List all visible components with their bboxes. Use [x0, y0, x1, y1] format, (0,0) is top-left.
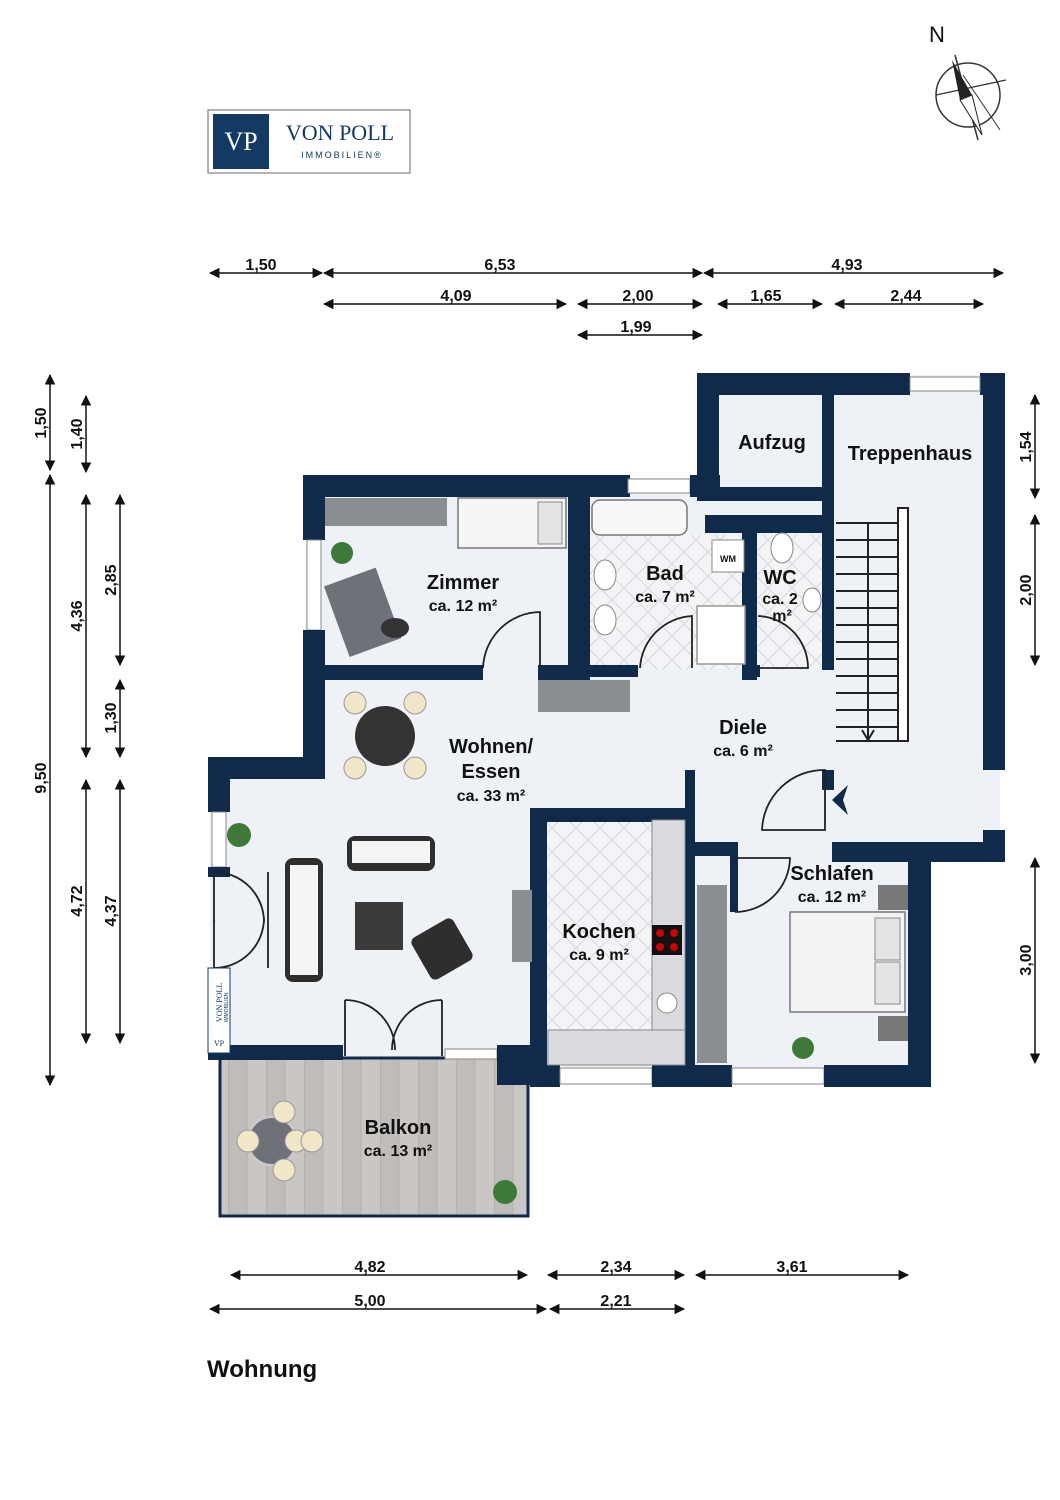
floor-areas [210, 375, 1000, 1218]
room-schlafen: Schlafen [790, 863, 873, 885]
room-labels: Aufzug Treppenhaus Zimmer ca. 12 m² Bad … [364, 432, 972, 1160]
room-balkon: Balkon [365, 1117, 432, 1139]
dim-top-8: 1,99 [620, 319, 651, 336]
room-treppenhaus: Treppenhaus [848, 443, 972, 465]
plant-icon [331, 542, 353, 564]
entrance-arrow-icon [832, 785, 848, 815]
area-schlafen: ca. 12 m² [798, 889, 866, 906]
dim-top-5: 2,00 [622, 288, 653, 305]
area-wc-line1: ca. 2 [762, 591, 798, 608]
logo-mark: VP [224, 127, 257, 156]
logo: VP VON POLL IMMOBILIEN® [207, 109, 411, 174]
room-diele: Diele [719, 717, 767, 739]
logo-sub: IMMOBILIEN® [301, 150, 383, 160]
room-bad: Bad [646, 563, 684, 585]
dimension-labels-bottom: 4,82 2,34 3,61 5,00 2,21 [354, 1259, 807, 1310]
dimensions-top [208, 267, 1005, 341]
dim-top-4: 4,09 [440, 288, 471, 305]
dim-right-3: 3,00 [1018, 944, 1035, 975]
furniture [227, 497, 908, 1204]
area-bad: ca. 7 m² [635, 589, 695, 606]
north-compass-icon: N [929, 22, 1007, 141]
dim-right-1: 1,54 [1018, 431, 1035, 462]
wall-logo: VON POLL IMMOBILIEN VP [207, 967, 231, 1054]
walls [208, 373, 1005, 1087]
dimension-labels-top: 1,50 6,53 4,93 4,09 2,00 1,65 2,44 1,99 [245, 257, 921, 336]
dimension-labels-left: 1,50 9,50 1,40 4,36 4,72 2,85 1,30 4,37 [33, 407, 120, 926]
dim-bottom-2: 2,34 [600, 1259, 631, 1276]
dim-left-1: 1,50 [33, 407, 50, 438]
dimensions-left [44, 373, 126, 1087]
wall-logo-mark: VP [214, 1039, 225, 1048]
area-kochen: ca. 9 m² [569, 947, 629, 964]
dim-top-3: 4,93 [831, 257, 862, 274]
area-zimmer: ca. 12 m² [429, 598, 497, 615]
dim-left-6: 2,85 [103, 564, 120, 595]
room-kochen: Kochen [562, 921, 635, 943]
dim-left-4: 4,36 [69, 600, 86, 631]
plant-icon [792, 1037, 814, 1059]
area-wohnen: ca. 33 m² [457, 788, 525, 805]
wall-logo-sub: IMMOBILIEN [224, 992, 230, 1022]
dim-left-7: 1,30 [103, 702, 120, 733]
room-wc: WC [763, 567, 796, 589]
logo-name: VON POLL [286, 120, 394, 145]
room-wohnen-line2: Essen [462, 761, 521, 783]
dim-top-6: 1,65 [750, 288, 781, 305]
plant-icon [227, 823, 251, 847]
dimension-labels-right: 1,54 2,00 3,00 [1018, 431, 1035, 975]
dim-left-8: 4,37 [103, 895, 120, 926]
dim-left-3: 1,40 [69, 418, 86, 449]
washing-machine-label: WM [720, 554, 736, 564]
compass-north-label: N [929, 22, 945, 47]
room-aufzug: Aufzug [738, 432, 806, 454]
dim-bottom-1: 4,82 [354, 1259, 385, 1276]
dim-bottom-3: 3,61 [776, 1259, 807, 1276]
dim-right-2: 2,00 [1018, 574, 1035, 605]
wall-logo-name: VON POLL [215, 983, 224, 1022]
room-wohnen-line1: Wohnen/ [449, 736, 534, 758]
dim-top-7: 2,44 [890, 288, 921, 305]
room-zimmer: Zimmer [427, 572, 499, 594]
page-title: Wohnung [207, 1356, 318, 1383]
area-wc-line2: m² [772, 608, 792, 625]
dim-left-5: 4,72 [69, 885, 86, 916]
dim-top-1: 1,50 [245, 257, 276, 274]
area-diele: ca. 6 m² [713, 743, 773, 760]
area-balkon: ca. 13 m² [364, 1143, 432, 1160]
dim-bottom-4: 5,00 [354, 1293, 385, 1310]
dimensions-bottom [208, 1269, 910, 1315]
staircase [836, 507, 909, 742]
dim-top-2: 6,53 [484, 257, 515, 274]
dim-bottom-5: 2,21 [600, 1293, 631, 1310]
doors [213, 611, 826, 1056]
dim-left-2: 9,50 [33, 762, 50, 793]
plant-icon [493, 1180, 517, 1204]
